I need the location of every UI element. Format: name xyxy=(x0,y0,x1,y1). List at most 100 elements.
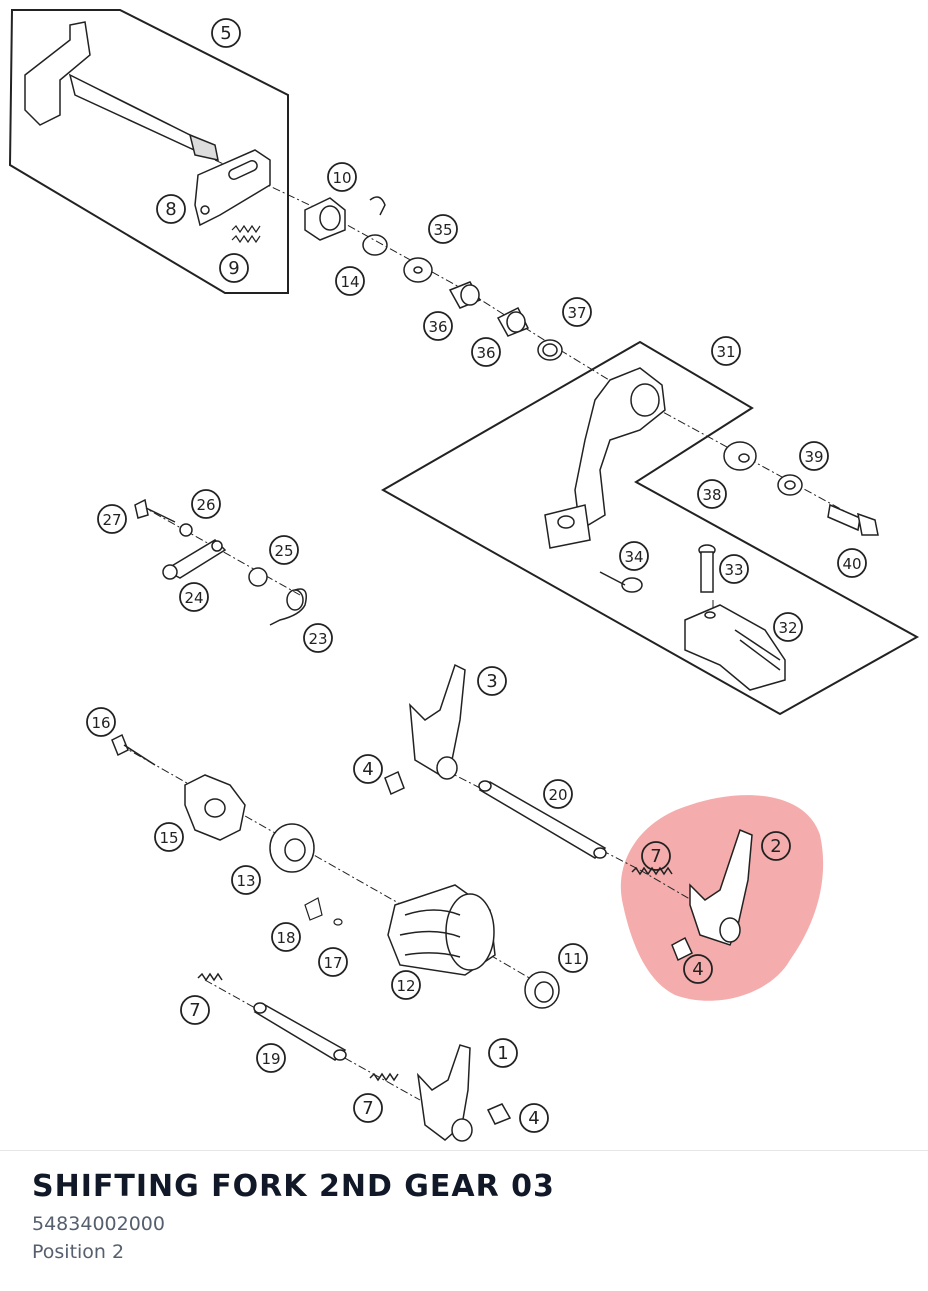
callout-label: 38 xyxy=(702,486,721,504)
callout-label: 12 xyxy=(396,977,415,995)
bushing-25 xyxy=(248,567,268,587)
washer-26 xyxy=(179,523,193,537)
callout-label: 32 xyxy=(778,619,797,637)
callout-circle xyxy=(543,779,573,809)
callout-c35[interactable]: 35 xyxy=(428,214,458,244)
callout-c26[interactable]: 26 xyxy=(191,489,221,519)
callout-circle xyxy=(773,612,803,642)
callout-c7b[interactable]: 7 xyxy=(180,995,210,1025)
callout-label: 36 xyxy=(476,344,495,362)
callout-c19[interactable]: 19 xyxy=(256,1043,286,1073)
callout-label: 1 xyxy=(497,1043,508,1064)
callout-c9[interactable]: 9 xyxy=(219,253,249,283)
callout-circle xyxy=(471,337,501,367)
callout-label: 31 xyxy=(716,343,735,361)
callout-circle xyxy=(423,311,453,341)
callout-c33[interactable]: 33 xyxy=(719,554,749,584)
pin-33 xyxy=(698,544,716,593)
callout-c16[interactable]: 16 xyxy=(86,707,116,737)
callout-c7a[interactable]: 7 xyxy=(641,841,671,871)
callout-c14[interactable]: 14 xyxy=(335,266,365,296)
callout-label: 19 xyxy=(261,1050,280,1068)
shift-lever-31 xyxy=(544,367,666,549)
callout-label: 4 xyxy=(362,759,373,780)
callout-c1[interactable]: 1 xyxy=(488,1038,518,1068)
callout-label: 18 xyxy=(276,929,295,947)
callout-c2[interactable]: 2 xyxy=(761,831,791,861)
part-number: 54834002000 xyxy=(32,1213,165,1235)
callout-circle xyxy=(558,943,588,973)
callout-c36b[interactable]: 36 xyxy=(471,337,501,367)
callout-circle xyxy=(269,535,299,565)
callout-c11[interactable]: 11 xyxy=(558,943,588,973)
callout-label: 25 xyxy=(274,542,293,560)
bearing-36b xyxy=(496,306,530,337)
spring-7c xyxy=(369,1072,399,1082)
callout-c40[interactable]: 40 xyxy=(837,548,867,578)
spring-23 xyxy=(269,588,307,626)
callout-label: 27 xyxy=(102,511,121,529)
callout-label: 10 xyxy=(332,169,351,187)
shift-fork-3 xyxy=(409,663,466,780)
callout-c36a[interactable]: 36 xyxy=(423,311,453,341)
pin-4c xyxy=(486,1103,512,1125)
callout-c23[interactable]: 23 xyxy=(303,623,333,653)
callout-c38[interactable]: 38 xyxy=(697,479,727,509)
callout-c27[interactable]: 27 xyxy=(97,504,127,534)
part-14 xyxy=(362,196,388,256)
callout-circle xyxy=(211,18,241,48)
callout-circle xyxy=(219,253,249,283)
callout-label: 24 xyxy=(184,589,203,607)
callout-circle xyxy=(327,162,357,192)
callout-c4a[interactable]: 4 xyxy=(353,754,383,784)
callout-circle xyxy=(799,441,829,471)
callout-label: 20 xyxy=(548,786,567,804)
callout-label: 14 xyxy=(340,273,359,291)
callout-circle xyxy=(428,214,458,244)
washer-38 xyxy=(723,441,757,471)
ring-11 xyxy=(524,971,560,1009)
spring-7b xyxy=(197,972,223,982)
callout-label: 34 xyxy=(624,548,643,566)
callout-c8[interactable]: 8 xyxy=(156,194,186,224)
callout-c15[interactable]: 15 xyxy=(154,822,184,852)
callout-c10[interactable]: 10 xyxy=(327,162,357,192)
callout-c39[interactable]: 39 xyxy=(799,441,829,471)
callout-circle xyxy=(488,1038,518,1068)
callout-circle xyxy=(97,504,127,534)
washer-13 xyxy=(269,823,315,873)
bolt-16 xyxy=(111,733,156,766)
callout-c37[interactable]: 37 xyxy=(562,297,592,327)
shift-shaft xyxy=(24,21,219,161)
callout-circle xyxy=(256,1043,286,1073)
callout-label: 4 xyxy=(528,1108,539,1129)
callout-c25[interactable]: 25 xyxy=(269,535,299,565)
part-10 xyxy=(304,197,346,241)
shift-drum-12 xyxy=(387,884,496,976)
callout-c4c[interactable]: 4 xyxy=(519,1103,549,1133)
ring-37 xyxy=(537,339,563,361)
callout-c7c[interactable]: 7 xyxy=(353,1093,383,1123)
callout-label: 4 xyxy=(692,959,703,980)
callout-label: 33 xyxy=(724,561,743,579)
callout-c31[interactable]: 31 xyxy=(711,336,741,366)
callout-c4b[interactable]: 4 xyxy=(683,954,713,984)
callout-c32[interactable]: 32 xyxy=(773,612,803,642)
callout-circle xyxy=(641,841,671,871)
callout-c3[interactable]: 3 xyxy=(477,666,507,696)
exploded-parts-diagram: 5891014353636373139384034333227262524233… xyxy=(8,9,920,1142)
callout-label: 16 xyxy=(91,714,110,732)
callout-circle xyxy=(86,707,116,737)
callout-c34[interactable]: 34 xyxy=(619,541,649,571)
callout-label: 7 xyxy=(362,1098,373,1119)
callout-c20[interactable]: 20 xyxy=(543,779,573,809)
callout-c24[interactable]: 24 xyxy=(179,582,209,612)
callout-c17[interactable]: 17 xyxy=(318,947,348,977)
callout-label: 37 xyxy=(567,304,586,322)
callout-c18[interactable]: 18 xyxy=(271,922,301,952)
callout-c12[interactable]: 12 xyxy=(391,970,421,1000)
callout-c13[interactable]: 13 xyxy=(231,865,261,895)
callout-c5[interactable]: 5 xyxy=(211,18,241,48)
callout-circle xyxy=(191,489,221,519)
callout-circle xyxy=(619,541,649,571)
